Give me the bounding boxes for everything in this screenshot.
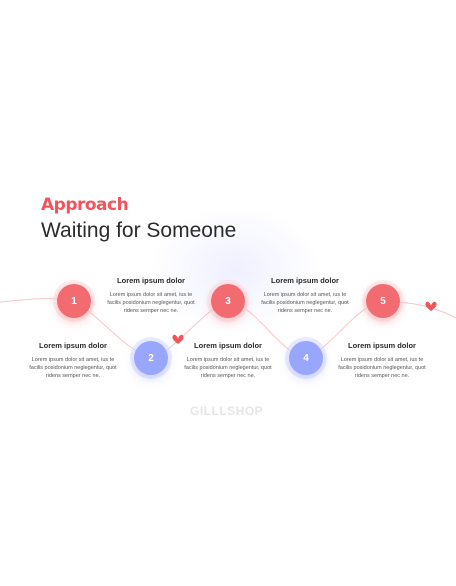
step-number: 1 [71, 295, 77, 307]
step-number: 4 [303, 352, 309, 364]
step-text-3: Lorem ipsum dolor Lorem ipsum dolor sit … [183, 341, 273, 380]
step-node-1: 1 [57, 284, 91, 318]
step-body: Lorem ipsum dolor sit amet, ius te facil… [107, 292, 195, 314]
heart-icon [425, 301, 437, 311]
step-text-4: Lorem ipsum dolor Lorem ipsum dolor sit … [260, 276, 350, 315]
step-body: Lorem ipsum dolor sit amet, ius te facil… [29, 357, 117, 379]
step-heading: Lorem ipsum dolor [39, 341, 107, 350]
step-text-5: Lorem ipsum dolor Lorem ipsum dolor sit … [337, 341, 427, 380]
page-title: Waiting for Someone [41, 219, 237, 242]
section-eyebrow: Approach [41, 195, 129, 215]
step-text-2: Lorem ipsum dolor Lorem ipsum dolor sit … [106, 276, 196, 315]
step-body: Lorem ipsum dolor sit amet, ius te facil… [261, 292, 349, 314]
watermark: GILLLSHOP [190, 404, 264, 418]
step-number: 5 [380, 295, 386, 307]
step-heading: Lorem ipsum dolor [117, 276, 185, 285]
step-text-1: Lorem ipsum dolor Lorem ipsum dolor sit … [28, 341, 118, 380]
step-node-2: 2 [134, 341, 168, 375]
step-node-3: 3 [211, 284, 245, 318]
step-number: 2 [148, 352, 154, 364]
step-heading: Lorem ipsum dolor [348, 341, 416, 350]
step-number: 3 [225, 295, 231, 307]
step-body: Lorem ipsum dolor sit amet, ius te facil… [338, 357, 426, 379]
step-node-4: 4 [289, 341, 323, 375]
step-node-5: 5 [366, 284, 400, 318]
heart-icon [172, 334, 184, 344]
step-heading: Lorem ipsum dolor [194, 341, 262, 350]
step-body: Lorem ipsum dolor sit amet, ius te facil… [184, 357, 272, 379]
step-heading: Lorem ipsum dolor [271, 276, 339, 285]
